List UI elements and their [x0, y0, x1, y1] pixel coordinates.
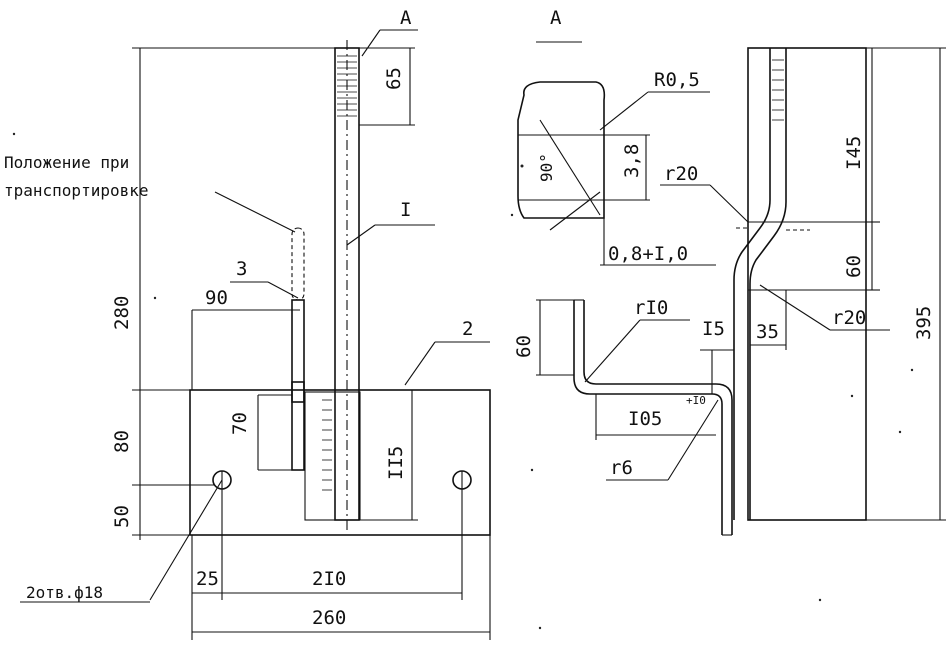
dim-50: 50: [111, 505, 133, 528]
dim-25: 25: [196, 568, 219, 590]
label-part-1: I: [400, 199, 411, 221]
dim-80: 80: [111, 430, 133, 453]
dim-r20-lower: r20: [832, 307, 866, 329]
note-position: Положение при: [4, 153, 129, 172]
post-top-hatch: [337, 55, 357, 117]
detail-width: 3,8: [621, 144, 643, 178]
dim-60-upper: 60: [843, 255, 865, 278]
label-part-3: 3: [236, 258, 247, 280]
detail-profile: [517, 81, 606, 219]
callout-a: A: [400, 7, 412, 29]
label-part-2: 2: [462, 318, 473, 340]
detail-angle: 90°: [537, 153, 556, 182]
side-view: A I45 60 395: [513, 7, 946, 536]
detail-gap: 0,8+I,0: [608, 243, 688, 265]
detail-view: R0,5 90° 3,8 0,8+I,0: [517, 69, 716, 266]
dim-tol: +I0: [686, 394, 706, 407]
dim-280: 280: [111, 296, 133, 330]
dim-60-left: 60: [513, 335, 535, 358]
dim-I05: I05: [628, 408, 662, 430]
dim-65: 65: [383, 67, 405, 90]
rod-transport-position: [291, 227, 305, 301]
dim-395: 395: [913, 306, 935, 340]
l-rod-inner: [583, 300, 733, 535]
side-rod-hatch: [772, 59, 784, 121]
dim-I45: I45: [843, 136, 865, 170]
dim-I5: I5: [702, 318, 725, 340]
rod-collar: [291, 381, 305, 403]
dim-2I0: 2I0: [312, 568, 346, 590]
bent-rod-outer: [733, 48, 771, 520]
holes-note: 2отв.ф18: [26, 583, 103, 602]
dim-rI0: rI0: [634, 297, 668, 319]
view-a-title: A: [550, 7, 562, 29]
dim-90: 90: [205, 287, 228, 309]
front-view: 65 280 80 50 90 70 II5 25 2I0 260: [4, 7, 491, 640]
base-plate: [189, 389, 491, 536]
scan-noise: [12, 132, 914, 630]
bent-rod-inner: [749, 48, 787, 520]
detail-r05: R0,5: [654, 69, 700, 91]
socket-region: [304, 391, 361, 521]
dim-II5: II5: [385, 446, 407, 480]
side-plate: [747, 47, 867, 521]
dim-70: 70: [229, 412, 251, 435]
l-rod-outer: [573, 300, 723, 535]
dim-35: 35: [756, 321, 779, 343]
post-bottom-hatch: [322, 399, 332, 491]
small-rod: [291, 299, 305, 471]
dim-r6: r6: [610, 457, 633, 479]
dim-r20-upper: r20: [664, 163, 698, 185]
note-transport: транспортировке: [4, 181, 149, 200]
dim-260: 260: [312, 607, 346, 629]
